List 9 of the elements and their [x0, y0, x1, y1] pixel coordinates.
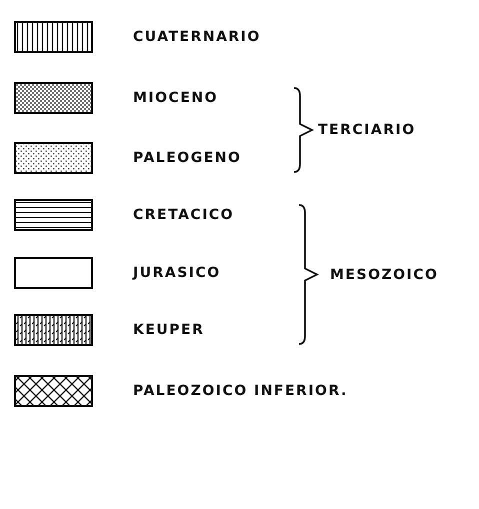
legend-text: PALEOZOICO INFERIOR. [133, 382, 348, 400]
legend-text: PALEOGENO [133, 149, 242, 167]
legend-text: MIOCENO [133, 89, 218, 107]
legend-text: CRETACICO [133, 206, 234, 224]
group-label: TERCIARIO [318, 121, 416, 139]
legend-text: CUATERNARIO [133, 28, 261, 46]
legend-text: JURASICO [133, 264, 221, 282]
group-label: MESOZOICO [330, 266, 438, 284]
legend-text: KEUPER [133, 321, 204, 339]
